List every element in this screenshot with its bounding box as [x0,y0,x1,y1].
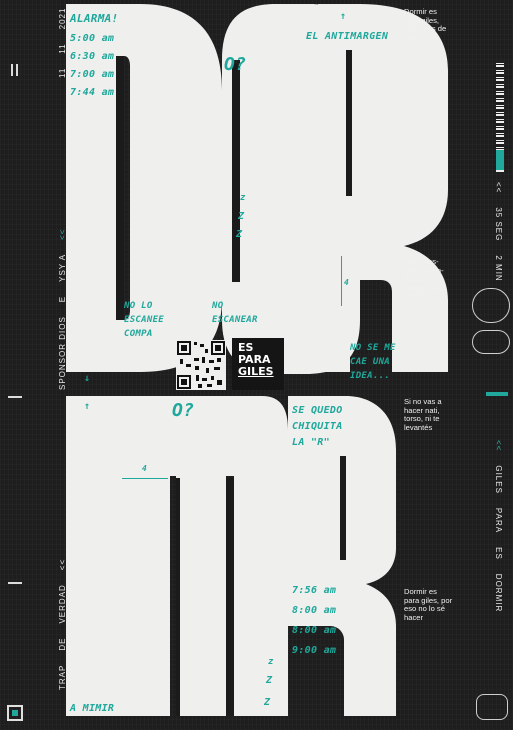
date-month: 11 [58,43,67,54]
alarm-time-2: 6:30 am [70,51,115,62]
alarm-time-1: 5:00 am [70,33,115,44]
measure-line-vertical [341,256,342,306]
pill-outline-3 [476,694,508,720]
o-question-2: O? [172,400,195,421]
alarm-time-6: 8:00 am [292,605,337,616]
side-note-4: Dormir es para giles, por eso no lo sé h… [404,587,453,622]
alarm-time-8: 9:00 am [292,645,337,656]
arrow-up-icon: ↑ [340,11,347,22]
se-quedo-1: SE QUEDO [292,405,343,416]
zzz-2-a: z [268,657,274,667]
left-top-date: 11112021<< [58,0,67,78]
measure-2: 4 [142,464,148,473]
letter-r-bottom [288,396,396,716]
no-se-me-cae-2: CAE UNA [350,357,391,367]
left-tick-2 [16,64,18,76]
pill-outline-2 [472,330,510,354]
es-para-giles-stamp: ES PARA GILES [232,338,284,390]
left-tick-1 [11,64,13,76]
right-bottom-text: <<GILESPARAESDORMIR [494,440,503,613]
left-sponsor-text: SPONSOR DIOSEYSY A<< [58,228,67,390]
arrow-icon: << [58,228,67,240]
stamp-line-1: ES [238,341,254,354]
arrow-up-icon-2: ↑ [84,401,91,412]
no-se-me-cae-1: NO SE ME [350,343,396,353]
left-dash-1 [8,396,22,398]
no-lo-escanee-1: NO LO [124,301,153,311]
left-dash-2 [8,582,22,584]
square-icon [7,705,23,721]
zzz-1-b: Z [238,211,245,222]
barcode-icon [496,62,504,172]
side-note-2: Estar des-piert o vien-do todo el tiempo… [404,257,444,301]
stamp-line-3: GILES [238,365,274,378]
alarm-time-5: 7:56 am [292,585,337,596]
right-top-timer: <<35 SEG2 MIN [494,182,503,282]
no-escanear-2: ESCANEAR [212,315,258,325]
alarm-time-4: 7:44 am [70,87,115,98]
antimargen-label: EL ANTIMARGEN [306,31,389,42]
qr-code [176,340,226,390]
arrow-down-icon: ↓ [84,373,91,384]
no-se-me-cae-3: IDEA... [350,371,391,381]
a-mimir-label: A MIMIR [70,703,115,714]
stamp-line-2: PARA [238,353,271,366]
zzz-1-a: z [240,193,246,203]
letter-r [318,4,448,372]
alarm-time-3: 7:00 am [70,69,115,80]
measure-1: 4 [344,278,350,287]
measure-line-horizontal [122,478,168,479]
side-note-3: Si no vas a hacer nati, torso, ni te lev… [404,397,442,432]
pill-outline-1 [472,288,510,323]
alarm-time-7: 8:00 am [292,625,337,636]
se-quedo-3: LA "R" [292,437,330,448]
se-quedo-2: CHIQUITA [292,421,343,432]
date-day: 11 [58,67,67,78]
date-year: 2021 [58,7,67,30]
teal-dash [486,392,508,396]
no-lo-escanee-2: ESCANEE [124,315,165,325]
teal-bar-top [496,150,504,170]
zzz-2-b: Z [266,675,273,686]
alarm-title: ALARMA! [70,12,119,25]
arrow-icon: << [494,182,503,194]
zzz-2-c: Z [264,697,271,708]
letter-d [66,4,222,372]
o-question-1: O? [224,54,247,75]
arrow-icon: << [494,440,503,452]
left-bottom-text: TRAPDEVERDAD<< [58,558,67,690]
arrow-icon: << [58,558,67,571]
side-note-1: Dormir es para giles, pero más de gil es [404,7,447,42]
no-lo-escanee-3: COMPA [124,329,153,339]
zzz-1-c: Z [236,229,243,240]
no-escanear-1: NO [212,301,224,311]
